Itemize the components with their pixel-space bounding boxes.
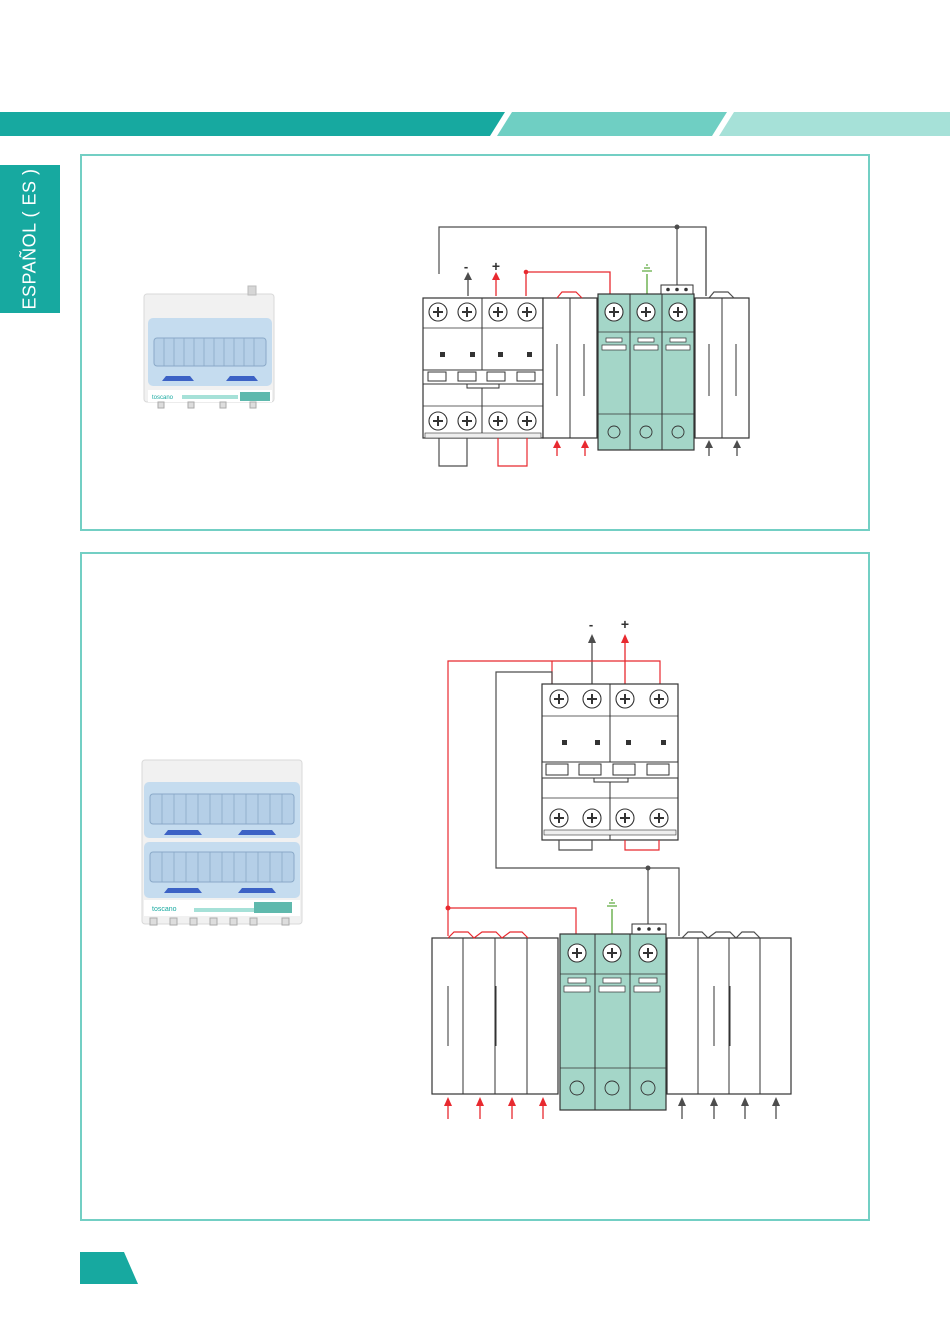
surge-protector-3p <box>598 294 694 450</box>
footer-page-tab <box>80 1252 138 1284</box>
input-arrow-neg-a <box>678 1097 686 1106</box>
dc-breaker-4p <box>423 298 543 438</box>
input-arrow-pv-1 <box>553 440 561 448</box>
enclosure-handle-bottom-left <box>164 888 202 893</box>
input-arrow-neg-1 <box>705 440 713 448</box>
language-tab-label: ESPAÑOL ( ES ) <box>20 168 41 309</box>
enclosure-handle-left <box>162 376 194 381</box>
header-band-mid <box>497 112 727 136</box>
input-arrow-neg-d <box>772 1097 780 1106</box>
input-arrow-neg-2 <box>733 440 741 448</box>
enclosure-handle-top-right <box>238 830 276 835</box>
enclosure-small-illustration: toscano <box>144 286 274 408</box>
surge-protector-3p-2 <box>560 934 666 1110</box>
fuse-holder-right-2 <box>667 932 791 1094</box>
wiring-diagram-1: toscano - + <box>82 156 868 529</box>
polarity-plus-label-2: + <box>621 616 629 632</box>
fuse-holder-right <box>695 292 749 438</box>
input-arrow-pv-b <box>476 1097 484 1106</box>
header-color-band <box>0 112 950 136</box>
output-arrow-minus-2 <box>588 634 596 643</box>
wiring-panel-2: toscano - + <box>80 552 870 1221</box>
polarity-minus-label-2: - <box>589 617 593 632</box>
input-arrow-pv-c <box>508 1097 516 1106</box>
breaker-bottom-dark-loop <box>439 438 467 466</box>
enclosure-handle-bottom-right <box>238 888 276 893</box>
breaker-bottom-dark-loop-2 <box>559 840 592 850</box>
enclosure-handle-top-left <box>164 830 202 835</box>
fuse-holder-left <box>543 292 597 438</box>
input-arrow-neg-c <box>741 1097 749 1106</box>
polarity-plus-label: + <box>492 258 500 274</box>
enclosure-brand-label-2: toscano <box>152 906 177 913</box>
output-arrow-plus-2 <box>621 634 629 643</box>
fuse-holder-left-2 <box>432 932 558 1094</box>
enclosure-brand-label: toscano <box>152 395 174 401</box>
breaker-bottom-red-loop <box>498 438 527 466</box>
wiring-panel-1: toscano - + <box>80 154 870 531</box>
enclosure-handle-right <box>226 376 258 381</box>
dc-breaker-4p-2 <box>542 684 678 840</box>
polarity-minus-label: - <box>464 259 468 274</box>
language-tab: ESPAÑOL ( ES ) <box>0 165 60 313</box>
input-arrow-pv-2 <box>581 440 589 448</box>
input-arrow-pv-d <box>539 1097 547 1106</box>
header-band-teal <box>0 112 505 136</box>
input-arrow-neg-b <box>710 1097 718 1106</box>
breaker-bottom-red-loop-2 <box>625 840 659 850</box>
header-band-light <box>719 112 950 136</box>
input-arrow-pv-a <box>444 1097 452 1106</box>
enclosure-large-illustration: toscano <box>142 760 302 925</box>
wiring-diagram-2: toscano - + <box>82 554 868 1219</box>
